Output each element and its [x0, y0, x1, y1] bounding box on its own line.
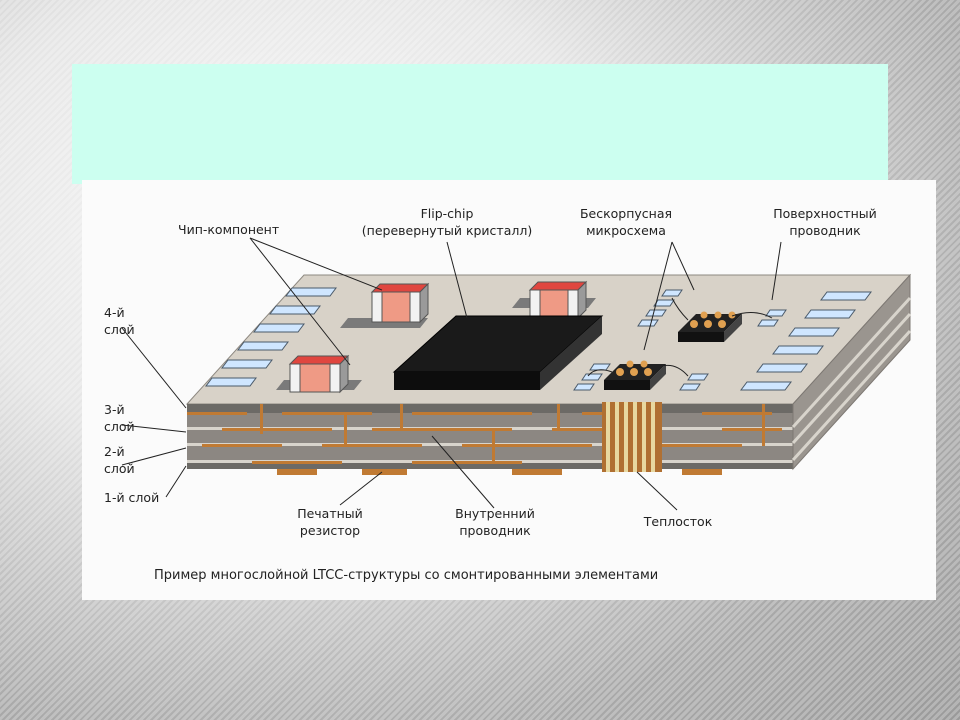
label-printed-resistor-1: Печатный	[297, 506, 363, 521]
ltcc-diagram: Чип-компонент Flip-chip (перевернутый кр…	[104, 206, 912, 583]
label-bare-die-2: микросхема	[586, 223, 666, 238]
label-layer-3-2: слой	[104, 419, 135, 434]
slide-title-box	[72, 64, 888, 184]
label-inner-conductor-2: проводник	[459, 523, 531, 538]
label-layer-3-1: 3-й	[104, 402, 125, 417]
leader-lines	[121, 237, 782, 511]
label-flip-chip-1: Flip-chip	[421, 206, 474, 221]
flip-chip	[392, 315, 604, 390]
label-layer-2-1: 2-й	[104, 444, 125, 459]
label-chip-component: Чип-компонент	[178, 222, 279, 237]
chip-component-1	[340, 282, 430, 328]
side-layers	[791, 273, 912, 471]
chip-component-3	[276, 354, 362, 394]
chip-component-2	[512, 280, 596, 320]
label-bare-die-1: Бескорпусная	[580, 206, 672, 221]
bare-die-2	[587, 360, 689, 390]
label-heat-sink: Теплосток	[643, 514, 713, 529]
figure-caption: Пример многослойной LTCC-структуры со см…	[154, 568, 658, 583]
ltcc-figure: Чип-компонент Flip-chip (перевернутый кр…	[82, 180, 936, 600]
label-layer-1: 1-й слой	[104, 490, 159, 505]
label-layer-4-2: слой	[104, 322, 135, 337]
label-inner-conductor-1: Внутренний	[455, 506, 535, 521]
die-pads	[573, 289, 787, 391]
label-surface-conductor-2: проводник	[789, 223, 861, 238]
bottom-resistors	[277, 469, 722, 475]
label-printed-resistor-2: резистор	[300, 523, 360, 538]
label-layer-2-2: слой	[104, 461, 135, 476]
label-flip-chip-2: (перевернутый кристалл)	[362, 223, 532, 238]
right-pads	[740, 291, 872, 391]
label-surface-conductor-1: Поверхностный	[773, 206, 877, 221]
heat-sink-vias	[602, 402, 662, 472]
left-pads	[205, 287, 337, 387]
label-layer-4-1: 4-й	[104, 305, 125, 320]
bare-die-1	[671, 297, 773, 342]
